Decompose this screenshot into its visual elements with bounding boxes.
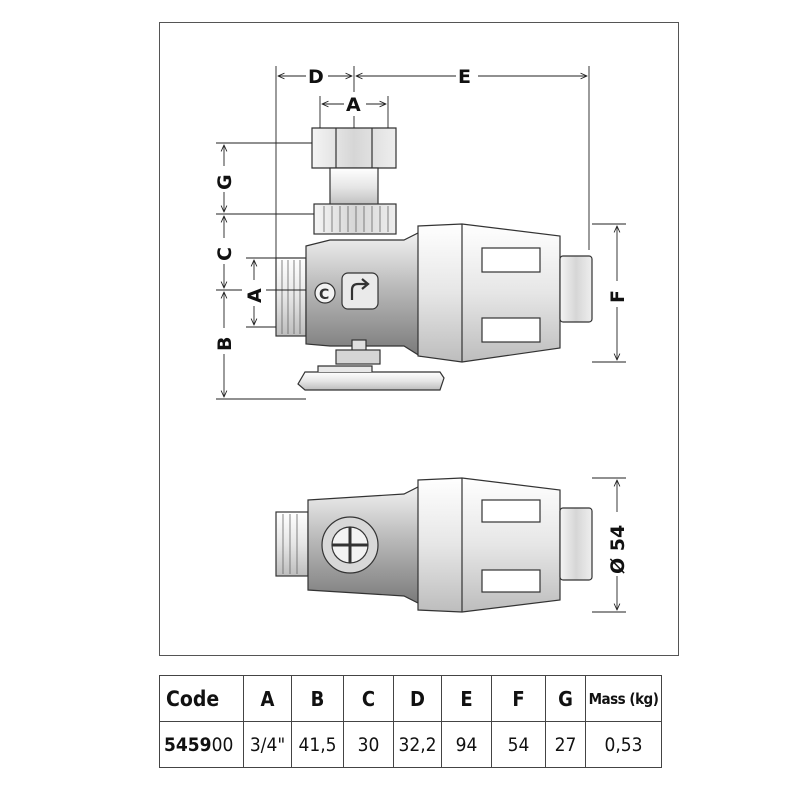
dim-label-g: G [214, 174, 236, 190]
dim-label-b: B [214, 337, 236, 351]
spec-table: Code A B C D E F G Mass (kg) 545900 3/4"… [159, 675, 662, 768]
dim-label-a-side: A [244, 288, 266, 303]
table-header-cell: E [441, 675, 492, 722]
table-header-cell: A [243, 675, 292, 722]
dim-label-d: D [308, 66, 324, 88]
table-row: 545900 3/4" 41,5 30 32,2 94 54 27 0,53 [159, 721, 662, 768]
table-cell: 94 [441, 721, 492, 768]
code-bold: 5459 [164, 733, 212, 756]
table-header-cell: G [545, 675, 586, 722]
dim-label-f: F [607, 290, 629, 303]
dim-label-diameter: Ø 54 [607, 525, 629, 574]
dim-label-e: E [458, 66, 471, 88]
bottom-end-cap [559, 507, 593, 581]
valve-side-view: C [275, 127, 593, 391]
table-cell: 27 [545, 721, 586, 768]
table-header-cell: Code [159, 675, 244, 722]
table-header-cell: C [343, 675, 394, 722]
bottom-threaded-inlet [275, 511, 309, 577]
table-cell: 30 [343, 721, 394, 768]
left-threaded-inlet [275, 257, 307, 337]
filter-end-cap [559, 255, 593, 323]
svg-text:C: C [319, 287, 329, 303]
table-cell: 54 [491, 721, 546, 768]
table-header-cell: B [291, 675, 344, 722]
dimension-lines [216, 66, 626, 613]
rotation-arrow-icon [350, 282, 366, 300]
valve-square [341, 272, 379, 310]
table-header-cell: F [491, 675, 546, 722]
table-cell: 32,2 [393, 721, 442, 768]
dim-label-a-top: A [346, 94, 361, 116]
table-cell: 3/4" [243, 721, 292, 768]
brand-logo-icon [314, 282, 336, 304]
table-header-cell: Mass (kg) [585, 675, 662, 722]
table-cell: 0,53 [585, 721, 662, 768]
top-stem [329, 167, 379, 207]
code-suffix: 00 [211, 733, 234, 756]
table-cell: 41,5 [291, 721, 344, 768]
table-cell-code: 545900 [159, 721, 244, 768]
cage-window-bottom [481, 317, 541, 343]
valve-top-view [275, 477, 593, 613]
cage-window-top [481, 247, 541, 273]
drawing-frame [159, 22, 679, 656]
table-header-cell: D [393, 675, 442, 722]
table-header-row: Code A B C D E F G Mass (kg) [159, 675, 662, 722]
top-threaded-collar [313, 203, 397, 235]
drain-handle [297, 371, 445, 391]
top-hex-nut [311, 127, 397, 169]
dim-label-c: C [214, 247, 236, 261]
